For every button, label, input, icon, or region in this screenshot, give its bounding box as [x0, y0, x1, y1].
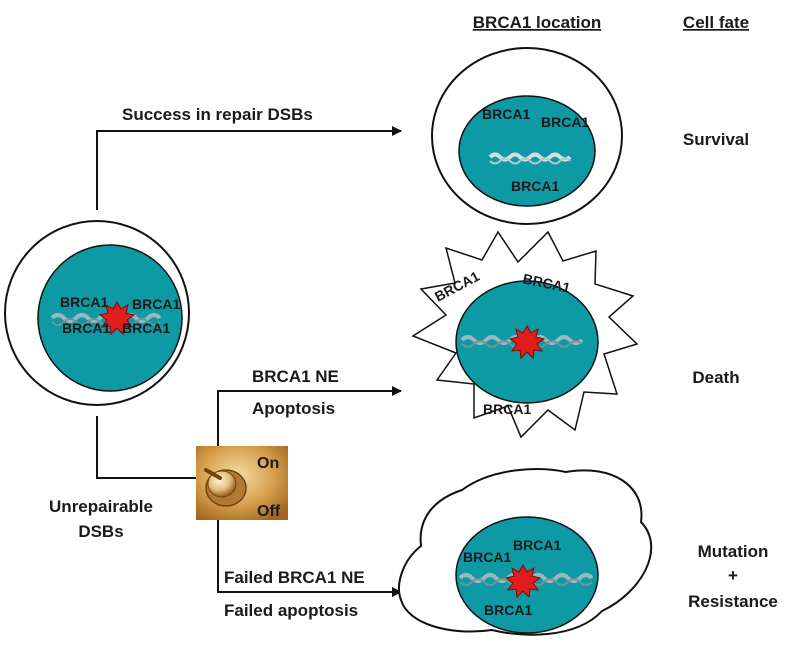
arrow-apoptosis [217, 386, 402, 450]
double-strand-break-icon [508, 324, 546, 360]
connector-lines [96, 126, 402, 597]
arrow-success [96, 126, 402, 210]
fate-resistance: Resistance [688, 592, 778, 611]
switch-on-label: On [257, 455, 279, 472]
toggle-lever-icon [204, 468, 222, 480]
label-success-repair: Success in repair DSBs [122, 105, 313, 124]
brca1-label: BRCA1 [483, 401, 531, 417]
double-strand-break-icon [504, 563, 542, 599]
brca1-label: BRCA1 [484, 602, 532, 618]
brca1-label: BRCA1 [122, 320, 170, 336]
switch-off-label: Off [257, 503, 281, 520]
brca1-label: BRCA1 [541, 114, 589, 130]
label-failed-apoptosis: Failed apoptosis [224, 601, 358, 620]
label-brca1-ne: BRCA1 NE [252, 367, 339, 386]
label-dsbs: DSBs [78, 522, 123, 541]
brca1-label: BRCA1 [513, 537, 561, 553]
apoptotic-cell: BRCA1 BRCA1 BRCA1 [411, 230, 639, 439]
label-failed-brca1-ne: Failed BRCA1 NE [224, 568, 365, 587]
nucleus [458, 95, 596, 207]
header-brca1-location: BRCA1 location [473, 13, 601, 32]
initial-cell: BRCA1 BRCA1 BRCA1 BRCA1 [4, 220, 190, 406]
brca1-label: BRCA1 [463, 549, 511, 565]
label-apoptosis: Apoptosis [252, 399, 335, 418]
brca1-label: BRCA1 [62, 320, 110, 336]
mutated-cell: BRCA1 BRCA1 BRCA1 [398, 468, 653, 636]
fate-survival: Survival [683, 130, 749, 149]
line-to-switch [96, 416, 196, 479]
brca1-label: BRCA1 [482, 106, 530, 122]
fate-mutation: Mutation [698, 542, 769, 561]
toggle-knob-icon [207, 470, 237, 498]
on-off-switch: On Off [196, 446, 288, 520]
double-strand-break-icon [98, 300, 136, 336]
brca1-label: BRCA1 [60, 294, 108, 310]
brca1-label: BRCA1 [132, 296, 180, 312]
header-cell-fate: Cell fate [683, 13, 749, 32]
brca1-label: BRCA1 [511, 178, 559, 194]
survival-cell: BRCA1 BRCA1 BRCA1 [431, 47, 623, 225]
arrow-failed-apoptosis [217, 520, 402, 597]
fate-death: Death [692, 368, 739, 387]
dna-strand-inner [489, 157, 571, 165]
label-unrepairable: Unrepairable [49, 497, 153, 516]
fate-plus: + [728, 566, 738, 585]
